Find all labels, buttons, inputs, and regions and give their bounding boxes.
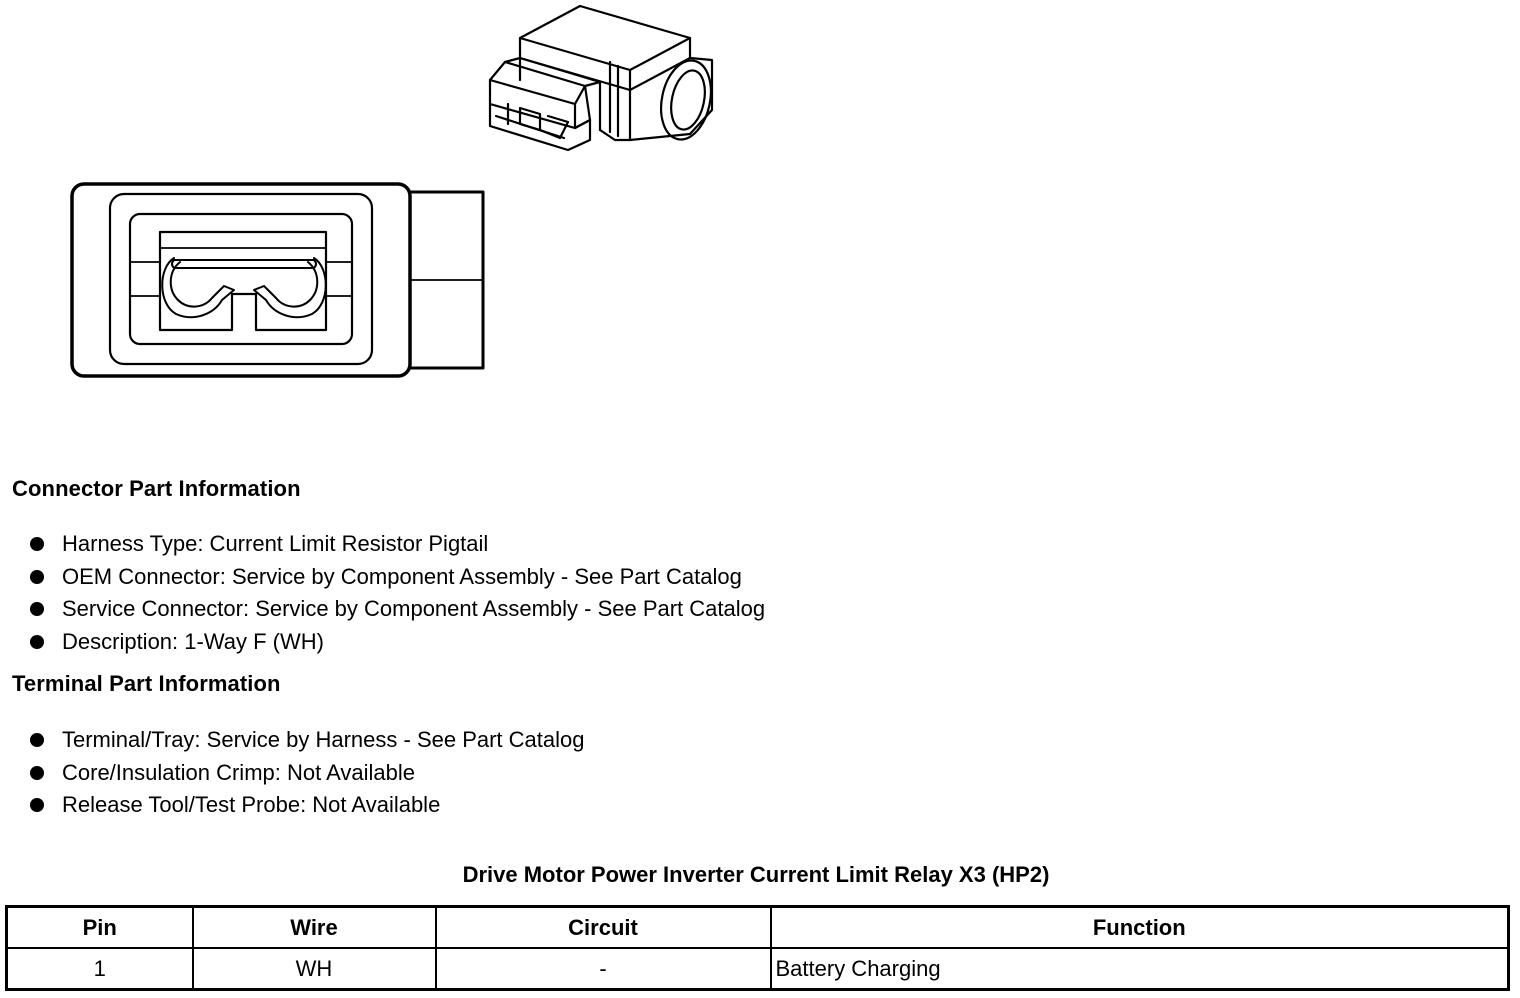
list-item: Terminal/Tray: Service by Harness - See … (28, 724, 585, 757)
list-item: Service Connector: Service by Component … (28, 593, 765, 626)
column-header-pin: Pin (5, 905, 194, 949)
list-item: Description: 1-Way F (WH) (28, 626, 765, 659)
connector-part-list: Harness Type: Current Limit Resistor Pig… (28, 528, 765, 658)
cell-circuit: - (434, 947, 772, 991)
column-header-circuit: Circuit (434, 905, 772, 949)
list-item: OEM Connector: Service by Component Asse… (28, 561, 765, 594)
terminal-part-heading: Terminal Part Information (12, 671, 281, 696)
column-header-wire: Wire (191, 905, 437, 949)
list-item: Harness Type: Current Limit Resistor Pig… (28, 528, 765, 561)
bullet-icon (30, 798, 44, 813)
pinout-table-title: Drive Motor Power Inverter Current Limit… (462, 862, 1050, 887)
table-row: 1 WH - Battery Charging (5, 947, 1510, 991)
bullet-icon (30, 569, 44, 584)
connector-illustration (70, 4, 714, 378)
table-header-row: Pin Wire Circuit Function (5, 905, 1510, 949)
bullet-icon (30, 634, 44, 649)
connector-part-heading: Connector Part Information (12, 476, 301, 501)
cell-wire: WH (191, 947, 437, 991)
bullet-icon (30, 765, 44, 780)
column-header-function: Function (769, 905, 1510, 949)
bullet-icon (30, 537, 44, 551)
list-item: Core/Insulation Crimp: Not Available (28, 757, 585, 790)
terminal-part-list: Terminal/Tray: Service by Harness - See … (28, 724, 585, 822)
bullet-icon (30, 733, 44, 747)
list-item: Release Tool/Test Probe: Not Available (28, 789, 585, 822)
connector-isometric-drawing (488, 4, 714, 152)
connector-face-drawing (70, 182, 485, 378)
bullet-icon (30, 602, 44, 617)
pinout-table: Pin Wire Circuit Function 1 WH - Battery… (5, 905, 1510, 991)
cell-pin: 1 (5, 947, 194, 991)
cell-function: Battery Charging (769, 947, 1510, 991)
